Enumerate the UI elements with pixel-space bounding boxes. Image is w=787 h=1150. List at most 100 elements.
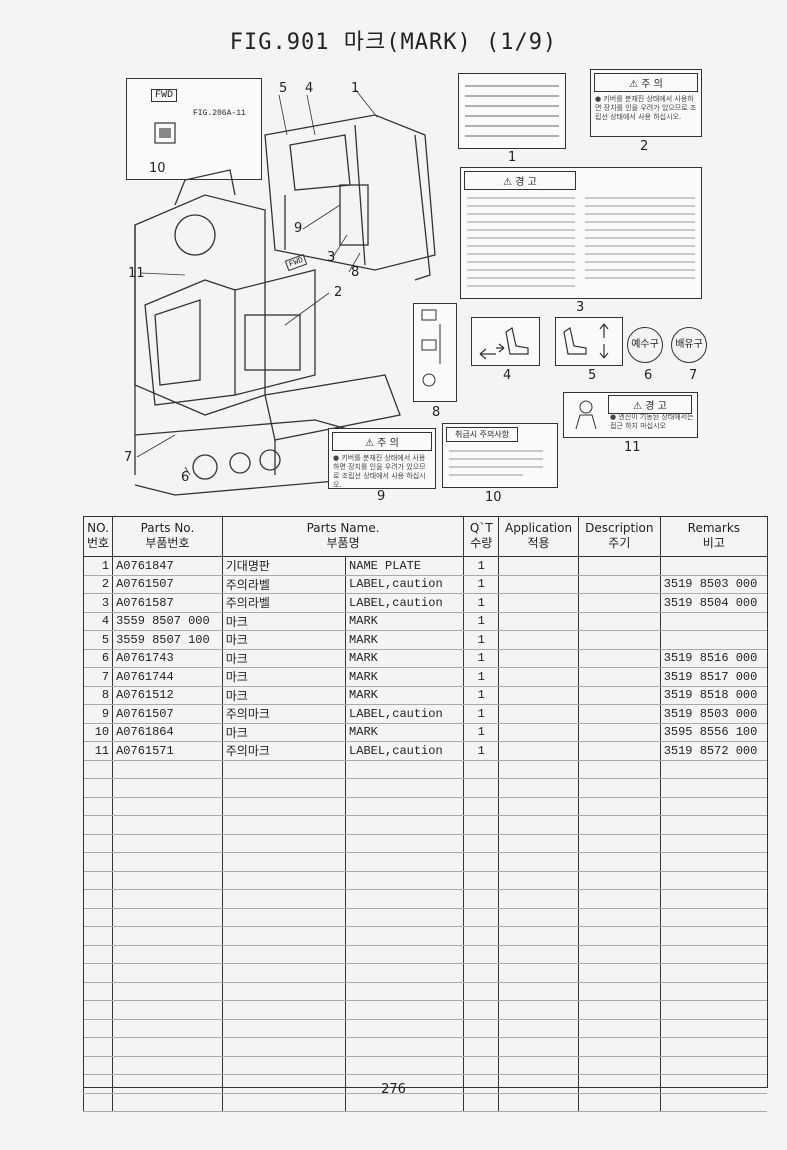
- row-name-kr: [221, 852, 346, 872]
- row-part-no: A0761507: [112, 704, 223, 724]
- row-remarks: [659, 815, 767, 835]
- row-qty: 1: [463, 630, 499, 650]
- row-name-en: [345, 982, 464, 1001]
- row-qty: [463, 926, 499, 946]
- row-application: [498, 926, 579, 946]
- handling-label-10: 취급시 주의사항: [442, 423, 558, 488]
- row-name-en: [345, 908, 464, 927]
- row-remarks: [659, 778, 767, 798]
- row-qty: [463, 1000, 499, 1020]
- row-name-en: MARK: [345, 630, 464, 650]
- table-row: [82, 945, 767, 964]
- row-no: [82, 760, 113, 779]
- row-name-en: [345, 1019, 464, 1038]
- row-no: 4: [82, 612, 113, 631]
- row-part-no: 3559 8507 000: [112, 612, 223, 631]
- row-qty: 1: [463, 556, 499, 576]
- row-name-en: LABEL,caution: [345, 575, 464, 594]
- row-remarks: [659, 871, 767, 890]
- row-name-kr: [221, 778, 346, 798]
- row-remarks: [659, 982, 767, 1001]
- row-name-en: MARK: [345, 686, 464, 705]
- row-qty: 1: [463, 649, 499, 668]
- row-qty: [463, 871, 499, 890]
- row-name-kr: [221, 945, 346, 964]
- row-name-kr: 기대명판: [221, 556, 346, 576]
- row-application: [498, 982, 579, 1001]
- row-part-no: [112, 1056, 223, 1075]
- table-row: [82, 1074, 767, 1094]
- row-application: [498, 1000, 579, 1020]
- callout-7-label: 7: [689, 368, 698, 383]
- row-qty: [463, 1093, 499, 1112]
- callout-1: 1: [351, 81, 360, 96]
- seat-arrow-icon-4: [479, 327, 529, 360]
- row-name-kr: [221, 1000, 346, 1020]
- row-name-kr: [221, 760, 346, 779]
- row-name-kr: [221, 908, 346, 927]
- table-row: [82, 871, 767, 890]
- row-part-no: [112, 778, 223, 798]
- row-name-kr: [221, 963, 346, 983]
- caution-body-9: ● 키버를 분재진 상태에서 사용하면 장치를 인을 우려가 있으므로 조립선 …: [333, 454, 426, 489]
- row-qty: [463, 908, 499, 927]
- person-warning-icon: [575, 400, 597, 430]
- row-application: [498, 778, 579, 798]
- row-qty: 1: [463, 686, 499, 705]
- col-parts-name: Parts Name.부품명: [221, 516, 464, 557]
- row-application: [498, 649, 579, 668]
- warning-header-11: ⚠ 경 고: [608, 395, 692, 414]
- callout-5: 5: [279, 81, 288, 96]
- row-application: [498, 686, 579, 705]
- row-name-en: [345, 889, 464, 909]
- row-no: [82, 815, 113, 835]
- row-no: [82, 1074, 113, 1094]
- callout-5-label: 5: [588, 368, 597, 383]
- row-part-no: [112, 797, 223, 816]
- row-qty: 1: [463, 593, 499, 613]
- callout-1-label: 1: [508, 150, 517, 165]
- row-no: [82, 871, 113, 890]
- row-name-kr: [221, 1019, 346, 1038]
- row-part-no: [112, 982, 223, 1001]
- row-name-kr: 마크: [221, 612, 346, 631]
- row-application: [498, 760, 579, 779]
- row-part-no: A0761507: [112, 575, 223, 594]
- row-application: [498, 852, 579, 872]
- row-application: [498, 1056, 579, 1075]
- row-name-en: MARK: [345, 667, 464, 687]
- row-application: [498, 575, 579, 594]
- fwd-label: FWD: [151, 89, 178, 102]
- row-remarks: 3519 8504 000: [659, 593, 767, 613]
- row-name-en: [345, 871, 464, 890]
- mark-label-6: 예수구: [627, 327, 663, 363]
- row-application: [498, 963, 579, 983]
- row-qty: [463, 778, 499, 798]
- row-description: [577, 1000, 661, 1020]
- row-name-kr: [221, 889, 346, 909]
- callout-10-inset: 10: [149, 161, 166, 176]
- callout-2-label: 2: [640, 139, 649, 154]
- caution-header-2: ⚠ 주 의: [594, 73, 698, 92]
- row-no: 8: [82, 686, 113, 705]
- row-name-en: MARK: [345, 649, 464, 668]
- row-part-no: A0761864: [112, 723, 223, 742]
- row-description: [577, 760, 661, 779]
- row-part-no: A0761744: [112, 667, 223, 687]
- row-name-en: NAME PLATE: [345, 556, 464, 576]
- mark-label-8: [413, 303, 457, 402]
- row-qty: [463, 797, 499, 816]
- handling-header-10: 취급시 주의사항: [446, 427, 518, 442]
- row-remarks: 3519 8503 000: [659, 704, 767, 724]
- callout-6: 6: [181, 470, 190, 485]
- row-no: [82, 797, 113, 816]
- row-qty: [463, 760, 499, 779]
- row-remarks: [659, 760, 767, 779]
- row-description: [577, 630, 661, 650]
- drain-mark-6: 예수구: [627, 327, 663, 363]
